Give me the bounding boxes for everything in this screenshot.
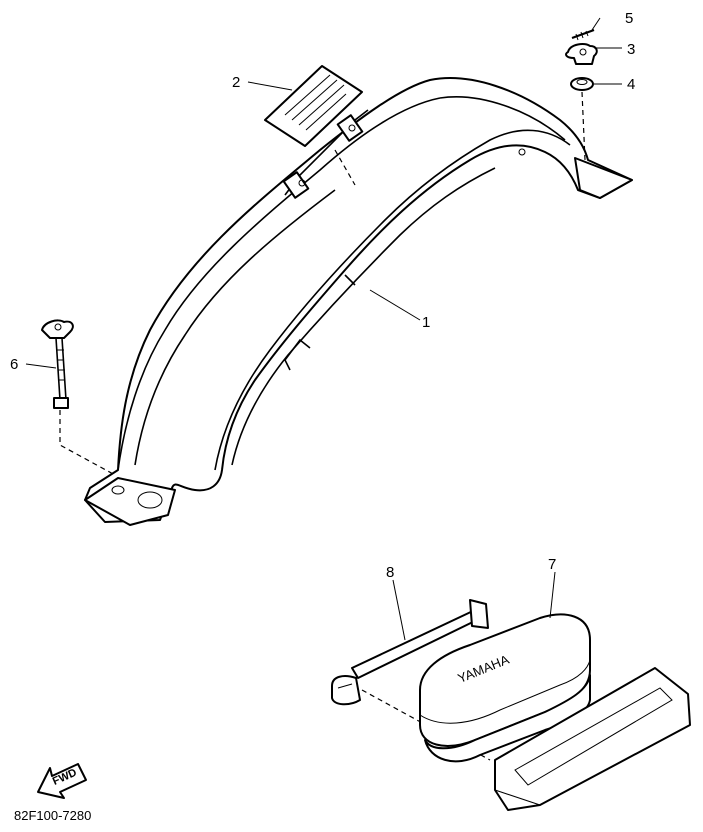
- callout-4: 4: [627, 76, 635, 93]
- rear-fender: [84, 77, 633, 526]
- callout-8: 8: [386, 564, 394, 581]
- callout-7: 7: [548, 556, 556, 573]
- leader-lines: [25, 17, 622, 641]
- caution-label: [264, 65, 363, 186]
- callout-3: 3: [627, 41, 635, 58]
- callout-2: 2: [232, 74, 240, 91]
- wing-nut: [565, 43, 598, 65]
- callout-1: 1: [422, 314, 430, 331]
- callout-labels: 5 3 4 2 1 6 8 7: [10, 10, 635, 581]
- callout-5: 5: [625, 10, 633, 27]
- wing-bolt: [41, 319, 116, 476]
- fwd-arrow-icon: FWD: [37, 763, 87, 799]
- screw: [571, 28, 595, 41]
- washer: [570, 77, 594, 161]
- part-code: 82F100-7280: [14, 808, 91, 823]
- callout-6: 6: [10, 356, 18, 373]
- tool-box: YAMAHA: [419, 613, 691, 811]
